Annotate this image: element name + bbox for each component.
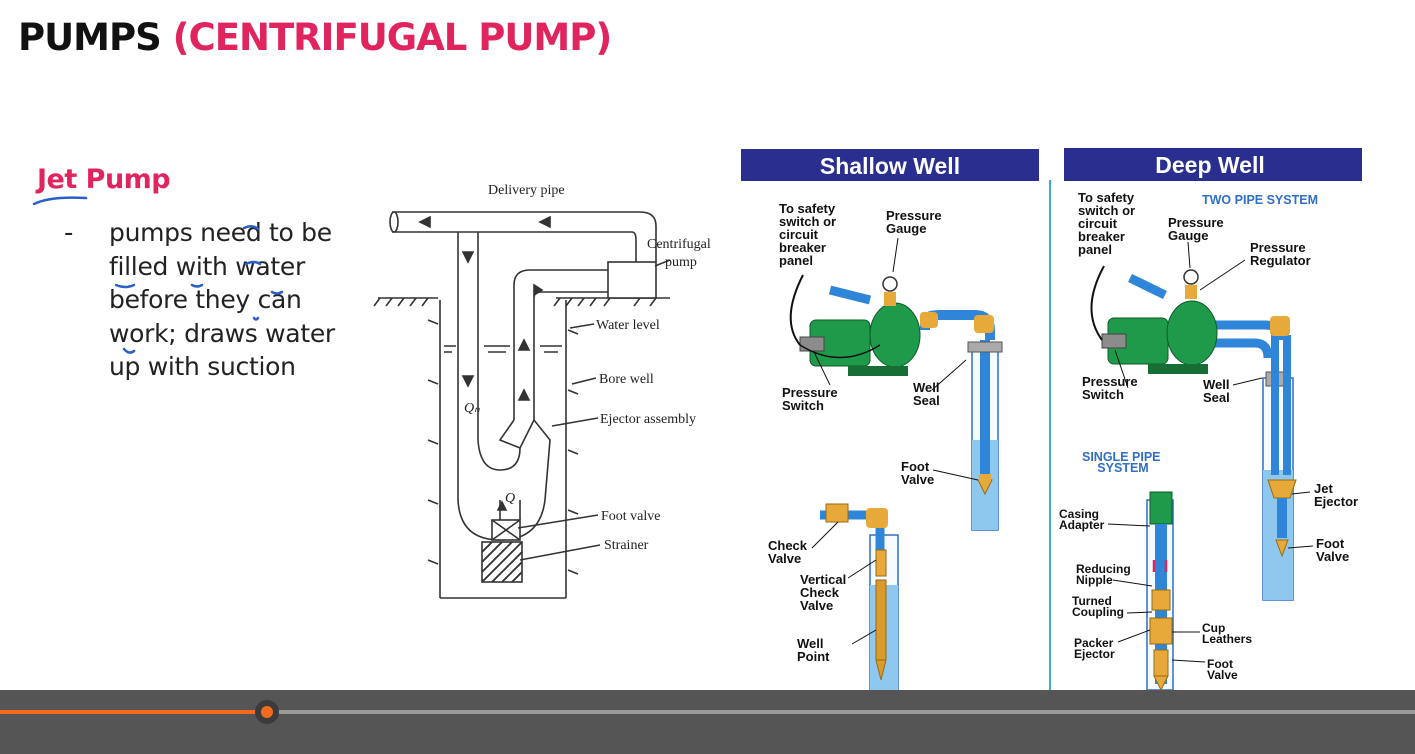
progress-played (0, 710, 268, 714)
shallow-well-header (741, 149, 1039, 181)
turned-coupling-label: Turned Coupling (1072, 594, 1124, 619)
video-player-controls (0, 690, 1415, 754)
bullet-line: filled with water (109, 251, 305, 281)
bullet-line: up with suction (109, 352, 296, 381)
label-water-level: Water level (596, 318, 660, 333)
deep-jet-ejector-label: Jet Ejector (1314, 481, 1358, 509)
cup-leathers-label: Cup Leathers (1202, 621, 1252, 646)
progress-scrubber[interactable] (255, 700, 280, 724)
shallow-well-seal-label: Well Seal (913, 380, 943, 408)
sketch-labels: Delivery pipe Centrifugal pump Water lev… (464, 183, 711, 553)
bullet-line: pumps need to be (109, 218, 332, 247)
jet-pump-heading: Jet Pump (37, 164, 171, 195)
handwritten-annotations (32, 196, 284, 354)
scrubber-dot (261, 706, 274, 718)
bullet-marker: - (64, 218, 74, 248)
label-pump: pump (665, 255, 697, 270)
deep-foot-valve-label: Foot Valve (1316, 536, 1349, 564)
jet-pump-sketch (373, 211, 671, 599)
slide-title-main: PUMPS (18, 16, 162, 59)
label-foot-valve: Foot valve (601, 509, 661, 524)
label-ejector-assembly: Ejector assembly (600, 412, 696, 427)
shallow-safety-label: To safety switch or circuit breaker pane… (779, 201, 840, 268)
bullet-text: pumps need to be filled with water befor… (109, 216, 359, 384)
two-pipe-system-label: TWO PIPE SYSTEM (1202, 193, 1318, 207)
deep-safety-label: To safety switch or circuit breaker pane… (1078, 190, 1139, 257)
shallow-well-point-label: Well Point (797, 636, 830, 664)
label-strainer: Strainer (604, 538, 649, 553)
casing-adapter-label: Casing Adapter (1059, 507, 1105, 532)
deep-well-title: Deep Well (1155, 152, 1265, 178)
single-pipe-system-label: SINGLE PIPE SYSTEM (1082, 450, 1164, 475)
bullet-line: before they can (109, 285, 302, 314)
slide-title: PUMPS (CENTRIFUGAL PUMP) (18, 16, 613, 59)
deep-pressure-switch-label: Pressure Switch (1082, 374, 1141, 402)
label-centrifugal: Centrifugal (647, 237, 711, 252)
deep-well-seal-label: Well Seal (1203, 377, 1233, 405)
packer-ejector-label: Packer Ejector (1074, 636, 1117, 661)
reducing-nipple-label: Reducing Nipple (1076, 562, 1134, 587)
deep-pressure-gauge-label: Pressure Gauge (1168, 215, 1227, 243)
shallow-vertical-check-label: Vertical Check Valve (800, 572, 850, 613)
label-delivery-pipe: Delivery pipe (488, 183, 565, 198)
label-q: Q (505, 491, 515, 506)
shallow-check-valve-label: Check Valve (768, 538, 811, 566)
well-illustration: Shallow Well Deep Well (741, 148, 1362, 690)
shallow-foot-valve-label: Foot Valve (901, 459, 934, 487)
shallow-pressure-switch-label: Pressure Switch (782, 385, 841, 413)
label-qn: Qₙ (464, 401, 480, 416)
slide-graphics: Delivery pipe Centrifugal pump Water lev… (32, 148, 1362, 690)
deep-pressure-regulator-label: Pressure Regulator (1250, 240, 1311, 268)
bullet-line: work; draws water (109, 318, 335, 348)
shallow-pressure-gauge-label: Pressure Gauge (886, 208, 945, 236)
slide-title-accent: (CENTRIFUGAL PUMP) (172, 16, 613, 59)
deep-well-header (1064, 148, 1362, 181)
progress-track[interactable] (0, 710, 1415, 714)
shallow-well-title: Shallow Well (820, 153, 960, 179)
label-bore-well: Bore well (599, 372, 654, 387)
deep-foot-valve-2-label: Foot Valve (1207, 657, 1238, 682)
